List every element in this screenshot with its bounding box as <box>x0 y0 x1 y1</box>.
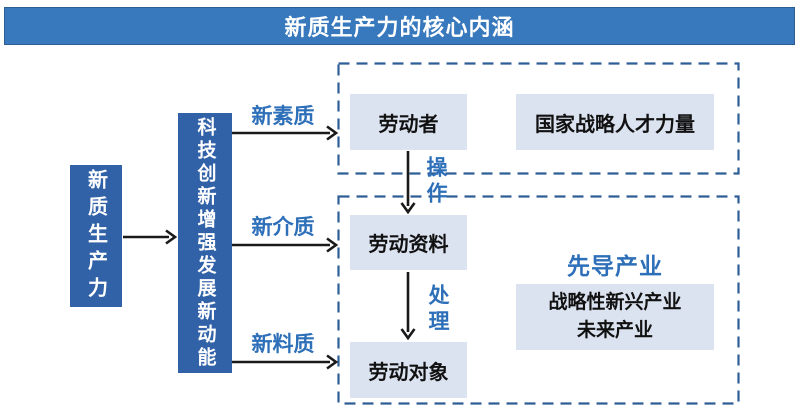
leading-industry-title: 先导产业 <box>567 253 663 279</box>
top-group-dashed-border <box>337 62 740 175</box>
page-title: 新质生产力的核心内涵 <box>284 15 515 40</box>
flow-label-new-medium: 新介质 <box>251 216 315 239</box>
source-box-new-quality-productivity: 新质生产力 <box>70 165 122 307</box>
arrow-new-material <box>232 354 339 370</box>
driver-box-tech-innovation: 科技创新增强发展新动能 <box>178 113 232 373</box>
flow-label-new-quality: 新素质 <box>251 105 315 128</box>
process-label-operate: 操作 <box>424 156 447 208</box>
worker-box: 劳动者 <box>350 94 467 150</box>
arrow-materials-to-objects <box>400 272 416 341</box>
worker-label: 劳动者 <box>378 113 439 136</box>
arrow-worker-to-materials <box>400 151 416 215</box>
talent-label: 国家战略人才力量 <box>535 113 695 136</box>
arrow-source-to-driver <box>123 229 178 245</box>
strategic-industry-line2: 未来产业 <box>576 320 653 341</box>
labor-materials-box: 劳动资料 <box>350 215 467 270</box>
process-label-handle: 处理 <box>426 284 449 336</box>
arrow-new-medium <box>232 237 339 253</box>
strategic-industry-line1: 战略性新兴产业 <box>548 292 682 313</box>
labor-materials-label: 劳动资料 <box>368 234 449 256</box>
arrow-new-quality <box>232 125 339 141</box>
bottom-group-dashed-border <box>337 195 740 405</box>
flow-label-new-material: 新料质 <box>251 333 315 356</box>
title-bar: 新质生产力的核心内涵 <box>4 7 795 45</box>
national-strategic-talent-box: 国家战略人才力量 <box>516 94 714 150</box>
labor-objects-box: 劳动对象 <box>350 342 467 398</box>
source-box-label: 新质生产力 <box>84 168 107 304</box>
strategic-industry-box: 战略性新兴产业 未来产业 <box>516 284 714 350</box>
driver-box-label: 科技创新增强发展新动能 <box>194 116 216 370</box>
labor-objects-label: 劳动对象 <box>368 361 449 384</box>
